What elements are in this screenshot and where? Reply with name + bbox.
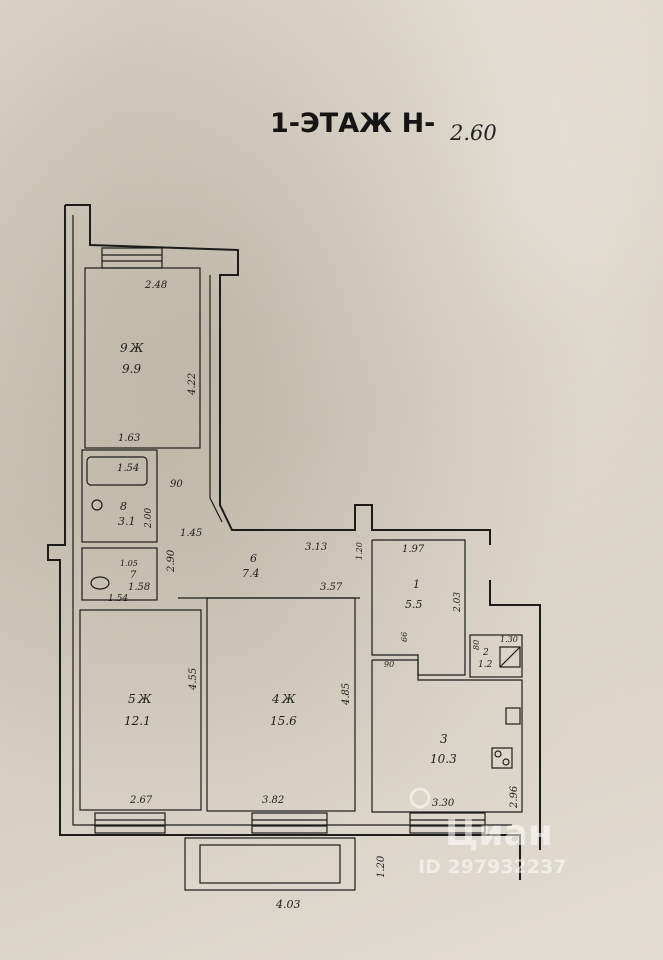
dim-label: 2.90 (166, 549, 177, 573)
dim-label: 1.05 (120, 559, 138, 568)
dim-label: 3.82 (262, 795, 284, 806)
room-5 (79, 609, 202, 811)
dim-label: 1.20 (376, 855, 387, 878)
dimension-labels: 2.48 4.22 1.63 1.54 90 2.00 1.45 2.90 1.… (108, 280, 520, 911)
room-4-suffix: Ж (281, 692, 296, 706)
room-8-bathroom (81, 449, 158, 543)
dim-label: 4.22 (187, 373, 198, 396)
room-4 (206, 597, 356, 812)
dim-label: 1.45 (180, 528, 202, 539)
dim-label: 3.30 (432, 798, 455, 809)
dim-label: 66 (400, 632, 409, 642)
room-7-toilet (81, 547, 158, 601)
room-4-area: 15.6 (270, 714, 297, 728)
dim-label: 2.48 (144, 280, 167, 291)
room-5-id: 5 (128, 692, 136, 706)
room-3-id: 3 (440, 732, 448, 746)
dim-label: 1.54 (117, 463, 139, 474)
room-5-suffix: Ж (137, 692, 152, 706)
room-2-storage (469, 634, 523, 678)
windows (94, 247, 486, 834)
floor-title: 1-ЭТАЖ Н- (270, 108, 435, 139)
dim-label: 3.57 (320, 582, 343, 593)
dim-label: 2.67 (129, 795, 153, 806)
room-3-kitchen (371, 659, 523, 813)
room-labels: 9 Ж 9.9 8 3.1 7 1.58 6 7.4 5 Ж 12.1 4 Ж … (118, 341, 493, 766)
pin-icon (409, 787, 431, 809)
room-7-id: 7 (130, 570, 137, 581)
room-8-area: 3.1 (118, 515, 136, 528)
watermark: Циан ID 297932237 (409, 787, 566, 878)
room-1-id: 1 (413, 578, 420, 591)
dim-label: 1.63 (118, 433, 140, 444)
ceiling-height: 2.60 (449, 121, 497, 145)
dim-label: 90 (384, 660, 394, 669)
dim-label: 1.20 (355, 542, 364, 560)
dim-label: 2.00 (144, 508, 154, 529)
room-8-id: 8 (120, 500, 127, 513)
dim-label: 1.97 (402, 544, 425, 555)
dim-label: 1.30 (500, 635, 518, 644)
room-2-area: 1.2 (478, 660, 493, 670)
dim-label: 4.55 (188, 668, 199, 691)
room-1-area: 5.5 (405, 598, 423, 611)
dim-label: 2.03 (453, 592, 463, 613)
room-2-id: 2 (482, 648, 489, 658)
dim-label: 90 (170, 479, 183, 490)
outer-walls (47, 204, 541, 880)
dim-label: 1.54 (108, 594, 128, 604)
watermark-brand: Циан (445, 813, 553, 854)
dim-label: 4.85 (341, 683, 352, 706)
dim-label: 4.03 (275, 898, 301, 911)
room-6-id: 6 (250, 552, 257, 565)
watermark-id: ID 297932237 (418, 856, 566, 878)
dim-label: 80 (472, 640, 481, 650)
dim-label: 2.96 (509, 785, 520, 809)
room-9 (84, 267, 201, 449)
room-7-area: 1.58 (128, 582, 150, 593)
balcony (184, 837, 356, 891)
room-9-area: 9.9 (122, 362, 141, 376)
room-6-area: 7.4 (242, 567, 260, 580)
room-3-area: 10.3 (430, 752, 457, 766)
dim-label: 3.13 (305, 542, 327, 553)
room-5-area: 12.1 (124, 714, 151, 728)
room-4-id: 4 (271, 692, 280, 706)
room-9-id: 9 (120, 341, 128, 355)
room-9-suffix: Ж (129, 341, 144, 355)
